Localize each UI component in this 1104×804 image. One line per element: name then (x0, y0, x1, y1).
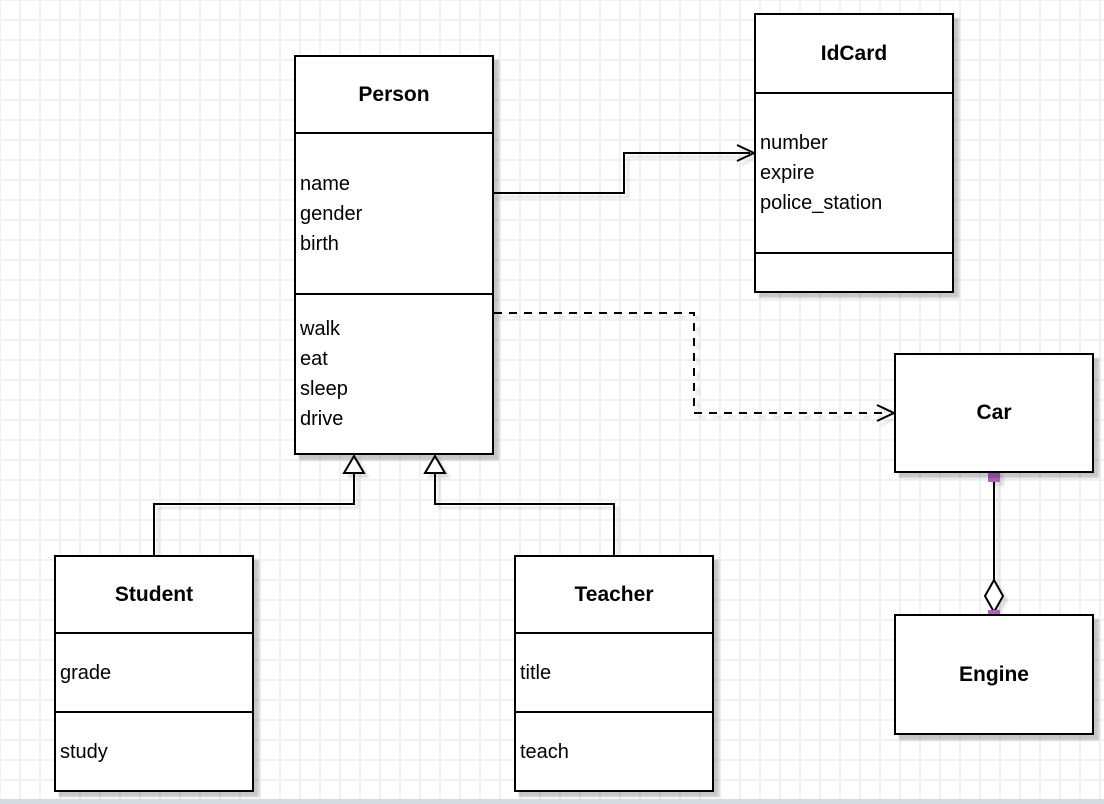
attribute: number (760, 132, 828, 154)
attribute: gender (300, 202, 363, 225)
dependency-line[interactable] (494, 312, 888, 414)
class-teacher[interactable]: Teacher title teach (514, 555, 714, 792)
class-engine[interactable]: Engine (894, 614, 1094, 735)
class-person[interactable]: Person name gender birth walk eat sleep … (294, 55, 494, 455)
hollow-triangle-icon (423, 454, 447, 474)
class-teacher-title: Teacher (516, 557, 712, 634)
method: eat (300, 348, 328, 370)
dependency-person-car[interactable] (494, 312, 897, 422)
canvas-bottom-edge (0, 799, 1104, 804)
method: sleep (300, 378, 348, 400)
hollow-triangle-icon (342, 454, 366, 474)
class-teacher-methods: teach (516, 713, 712, 790)
class-person-methods: walk eat sleep drive (296, 295, 492, 453)
generalization-teacher-person[interactable] (423, 454, 615, 555)
class-student-attributes: grade (56, 634, 252, 713)
generalization-student-person[interactable] (153, 454, 366, 555)
association-line[interactable] (494, 152, 750, 194)
association-person-idcard[interactable] (494, 144, 757, 194)
class-teacher-attributes: title (516, 634, 712, 713)
class-car-title: Car (976, 401, 1012, 424)
attribute: name (300, 172, 351, 195)
attribute: birth (300, 232, 339, 255)
class-idcard-attributes: number expire police_station (756, 94, 952, 254)
attribute: expire (760, 162, 815, 184)
endpoint-marker[interactable] (988, 470, 1000, 482)
attribute: grade (60, 661, 112, 684)
generalization-line[interactable] (434, 473, 615, 555)
method: study (60, 740, 108, 763)
class-car[interactable]: Car (894, 353, 1094, 473)
attribute: police_station (760, 192, 883, 214)
class-student-methods: study (56, 713, 252, 790)
hollow-diamond-icon (983, 577, 1005, 615)
class-idcard[interactable]: IdCard number expire police_station (754, 13, 954, 293)
class-student[interactable]: Student grade study (54, 555, 254, 792)
method: walk (300, 318, 341, 340)
class-student-title: Student (56, 557, 252, 634)
class-idcard-title: IdCard (756, 15, 952, 94)
class-engine-title: Engine (958, 662, 1029, 686)
method: drive (300, 408, 344, 430)
aggregation-car-engine[interactable] (983, 470, 1005, 622)
class-person-attributes: name gender birth (296, 134, 492, 295)
generalization-line[interactable] (153, 473, 355, 555)
class-idcard-methods (756, 254, 952, 291)
method: teach (520, 740, 569, 763)
class-person-title: Person (296, 57, 492, 134)
attribute: title (520, 661, 552, 684)
